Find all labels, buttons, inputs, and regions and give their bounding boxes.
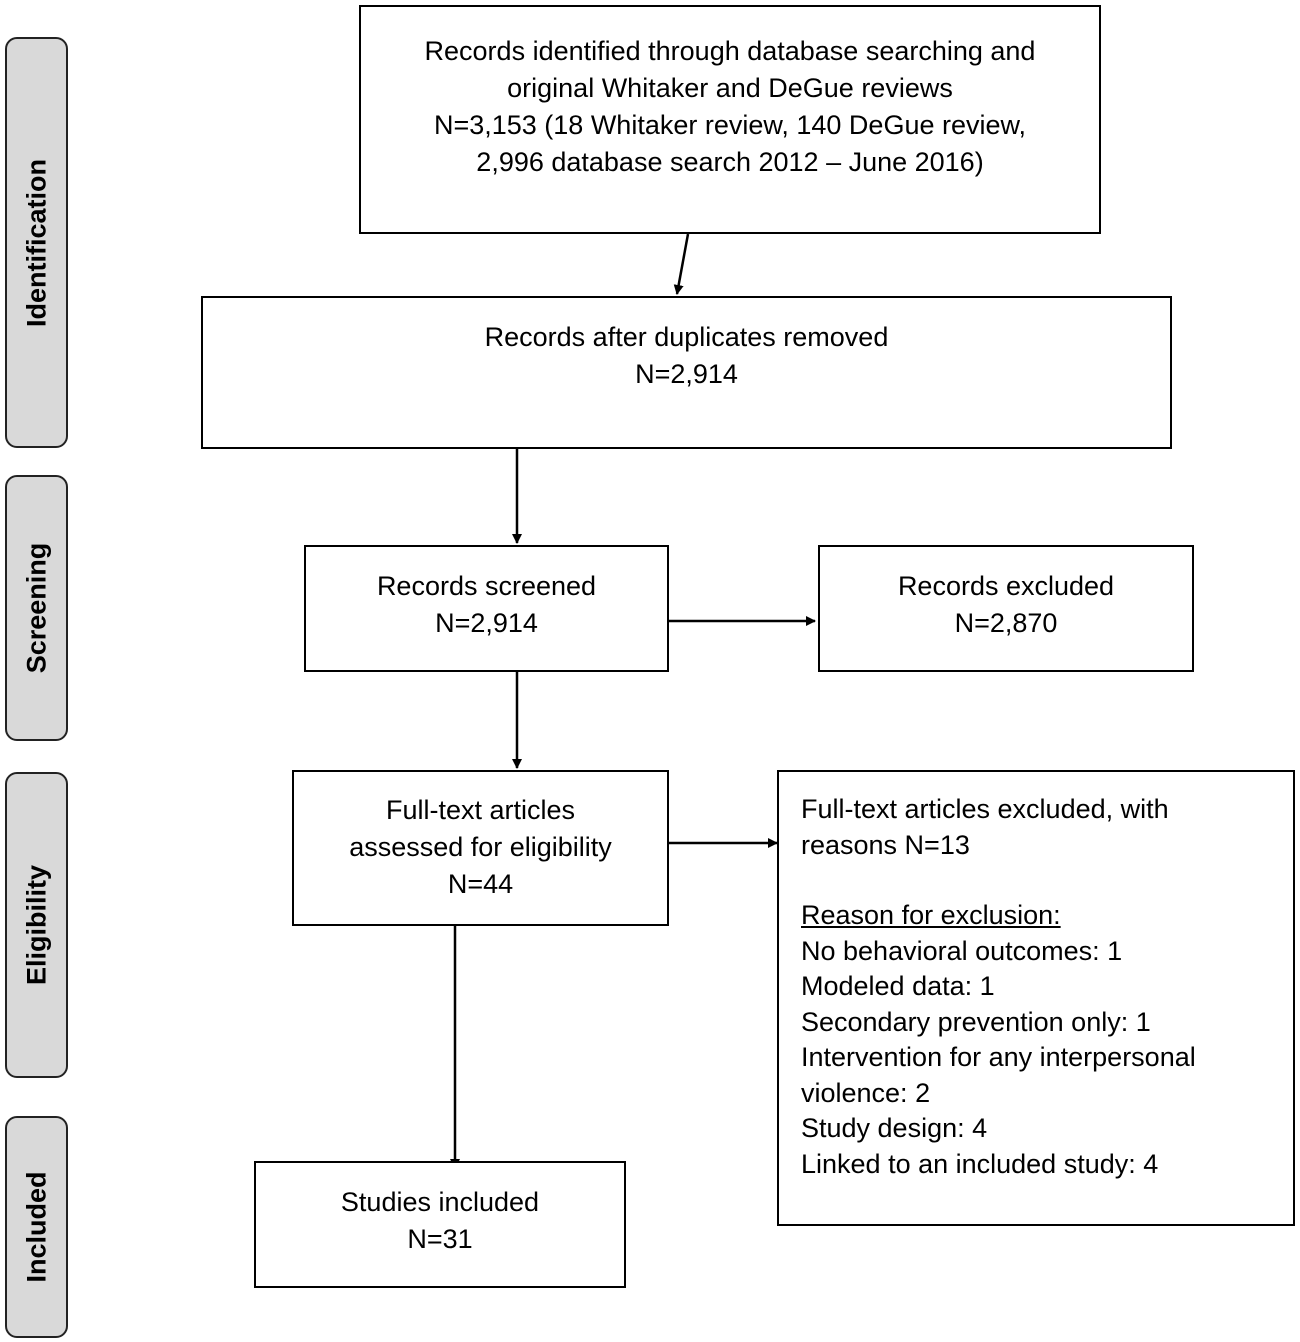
phase-included: Included xyxy=(5,1116,68,1338)
fulltext-excluded-line1: Full-text articles excluded, with xyxy=(801,794,1169,824)
fulltext-assessed-count: N=44 xyxy=(447,869,514,899)
records-identified-line3: N=3,153 (18 Whitaker review, 140 DeGue r… xyxy=(433,110,1027,140)
reason-item: Linked to an included study: 4 xyxy=(801,1148,1159,1179)
records-screened-box: Records screened N=2,914 xyxy=(304,545,669,672)
records-identified-line1: Records identified through database sear… xyxy=(424,36,1036,66)
records-excluded-box: Records excluded N=2,870 xyxy=(818,545,1194,672)
records-excluded-line1: Records excluded xyxy=(897,571,1115,601)
arrow-identified-to-deduplicated xyxy=(673,233,690,295)
fulltext-assessed-line1: Full-text articles xyxy=(385,795,576,825)
records-screened-count: N=2,914 xyxy=(435,608,538,638)
studies-included-box: Studies included N=31 xyxy=(254,1161,626,1288)
records-screened-line1: Records screened xyxy=(376,571,597,601)
fulltext-excluded-box: Full-text articles excluded, with reason… xyxy=(777,770,1295,1226)
phase-screening: Screening xyxy=(5,475,68,741)
records-excluded-count: N=2,870 xyxy=(954,608,1058,638)
records-deduplicated-line1: Records after duplicates removed xyxy=(484,322,889,352)
records-deduplicated-box: Records after duplicates removed N=2,914 xyxy=(201,296,1172,449)
phase-identification: Identification xyxy=(5,37,68,448)
reason-item: No behavioral outcomes: 1 xyxy=(801,935,1123,966)
fulltext-excluded-line2: reasons N=13 xyxy=(801,829,970,860)
records-deduplicated-count: N=2,914 xyxy=(635,359,738,389)
studies-included-count: N=31 xyxy=(407,1224,473,1254)
reason-item: Study design: 4 xyxy=(801,1113,988,1143)
reason-item: Modeled data: 1 xyxy=(801,971,995,1001)
reason-item: Secondary prevention only: 1 xyxy=(801,1006,1151,1037)
spacer xyxy=(801,863,1293,898)
records-identified-line4: 2,996 database search 2012 – June 2016) xyxy=(476,147,984,177)
records-identified-line2: original Whitaker and DeGue reviews xyxy=(507,73,953,103)
reason-item: Intervention for any interpersonal xyxy=(801,1042,1196,1072)
records-identified-box: Records identified through database sear… xyxy=(359,5,1101,234)
fulltext-assessed-box: Full-text articles assessed for eligibil… xyxy=(292,770,669,926)
reason-item: violence: 2 xyxy=(801,1077,931,1108)
reason-heading: Reason for exclusion: xyxy=(801,900,1061,930)
studies-included-line1: Studies included xyxy=(340,1187,540,1217)
phase-eligibility: Eligibility xyxy=(5,772,68,1078)
fulltext-assessed-line2: assessed for eligibility xyxy=(349,832,612,862)
